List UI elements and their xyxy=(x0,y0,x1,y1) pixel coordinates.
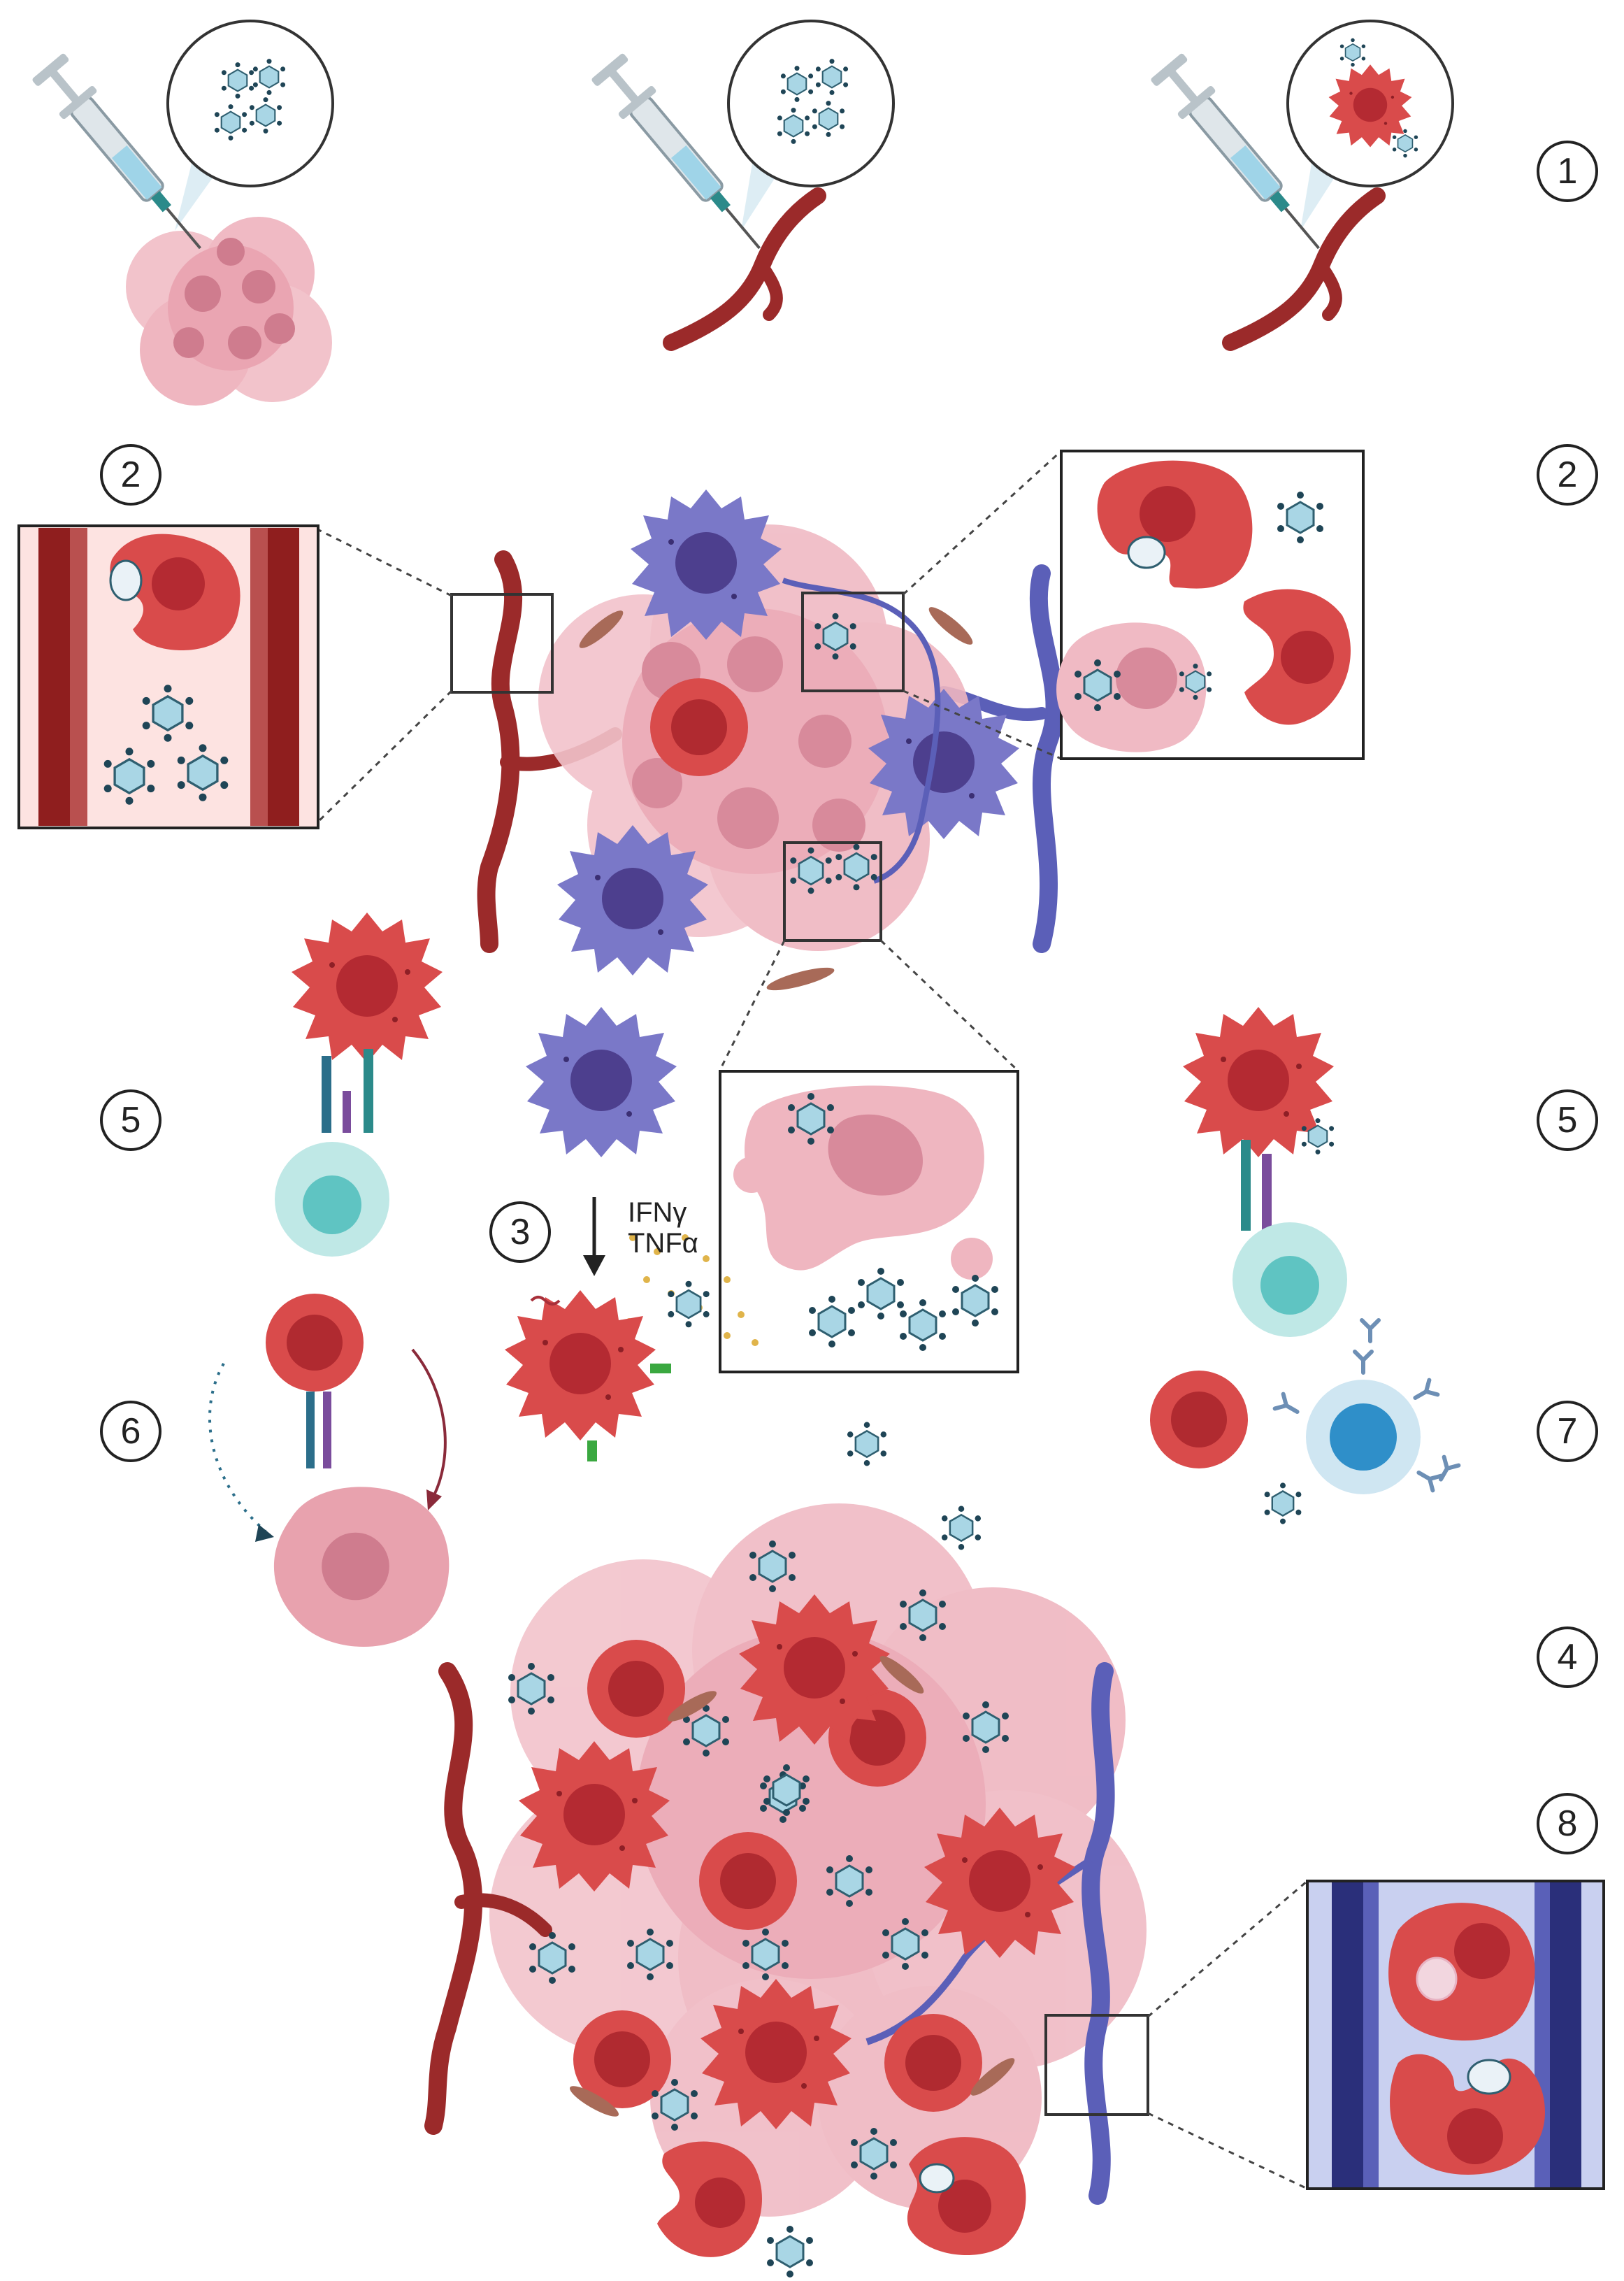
step-marker-2-right: 2 xyxy=(1537,444,1598,506)
injection-intravenous xyxy=(588,20,895,351)
bcell-antibody xyxy=(1150,1320,1458,1525)
step-marker-2-left: 2 xyxy=(100,444,161,506)
step-marker-6: 6 xyxy=(100,1401,161,1462)
cytokine-label-tnf: TNFα xyxy=(628,1228,698,1259)
step-marker-5-right: 5 xyxy=(1537,1089,1598,1151)
zoom-bubble xyxy=(166,20,334,187)
step-marker-4: 4 xyxy=(1537,1626,1598,1688)
step-marker-7: 7 xyxy=(1537,1401,1598,1462)
antigen-presentation-left xyxy=(275,913,443,1257)
tumor-microenvironment-initial xyxy=(450,489,1064,991)
repolarization xyxy=(505,1197,759,1461)
tumor-microenvironment-treated xyxy=(424,1503,1149,2279)
step-marker-5-left: 5 xyxy=(100,1089,161,1151)
tcell-killing xyxy=(208,1294,450,1647)
inset-tumor-debris xyxy=(719,939,1019,1373)
macrophage-purple-free xyxy=(526,1007,677,1157)
inset-macrophage-uptake xyxy=(902,450,1365,760)
injection-intratumoral xyxy=(29,20,334,406)
antigen-presentation-right xyxy=(1183,1007,1347,1337)
inset-artery-lumen xyxy=(17,524,453,829)
injection-cell-mediated xyxy=(1147,20,1454,351)
step-marker-1: 1 xyxy=(1537,141,1598,202)
step-marker-3: 3 xyxy=(489,1201,551,1263)
inset-vein-lumen xyxy=(1147,1880,1605,2190)
step-marker-8: 8 xyxy=(1537,1793,1598,1854)
zoom-bubble xyxy=(727,20,895,187)
cytokine-label-ifn: IFNγ xyxy=(628,1197,687,1228)
